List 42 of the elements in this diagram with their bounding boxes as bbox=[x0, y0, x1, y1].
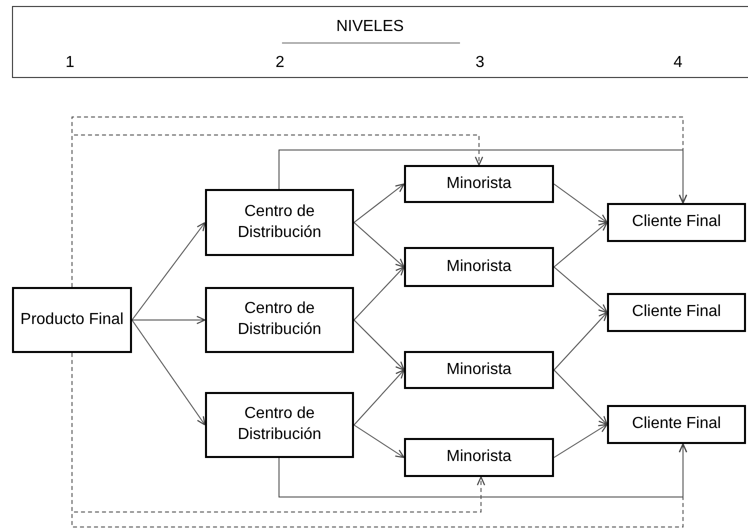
level-label: 1 bbox=[66, 55, 74, 71]
process-box bbox=[404, 247, 554, 287]
process-box bbox=[205, 189, 354, 256]
node-label: Centro de Distribución bbox=[236, 404, 322, 445]
process-box bbox=[404, 438, 554, 477]
level-label: 4 bbox=[674, 55, 682, 71]
arrow bbox=[554, 370, 608, 426]
node-label: Cliente Final bbox=[632, 302, 721, 322]
arrow bbox=[554, 184, 608, 224]
arrow bbox=[354, 183, 405, 223]
process-box bbox=[607, 293, 746, 332]
process-box bbox=[607, 405, 746, 444]
arrow bbox=[354, 424, 405, 458]
node-label: Cliente Final bbox=[632, 212, 721, 232]
node-label: Minorista bbox=[446, 447, 512, 468]
level-label: 3 bbox=[476, 55, 484, 71]
arrow bbox=[132, 222, 206, 320]
node-label: Minorista bbox=[446, 360, 512, 380]
node-label: Minorista bbox=[446, 174, 512, 194]
arrow bbox=[354, 266, 405, 320]
node-label: Cliente Final bbox=[632, 414, 721, 434]
level-label: NIVELES bbox=[336, 19, 404, 35]
process-box bbox=[607, 203, 746, 242]
process-box bbox=[205, 287, 354, 353]
arrow bbox=[554, 266, 608, 314]
node-label: Minorista bbox=[446, 256, 512, 277]
arrow bbox=[354, 369, 405, 426]
node-label: Producto Final bbox=[20, 310, 124, 330]
arrow bbox=[554, 312, 608, 370]
process-box bbox=[404, 165, 554, 203]
arrow bbox=[132, 320, 206, 426]
arrow bbox=[354, 320, 405, 371]
arrow bbox=[132, 316, 206, 324]
process-box bbox=[404, 351, 554, 389]
arrow bbox=[554, 424, 608, 458]
process-box bbox=[205, 392, 354, 458]
arrow bbox=[354, 222, 405, 268]
level-label: 2 bbox=[276, 55, 284, 71]
node-label: Centro de Distribución bbox=[236, 299, 322, 340]
arrow bbox=[554, 222, 608, 268]
node-label: Centro de Distribución bbox=[236, 202, 322, 242]
process-box bbox=[12, 287, 132, 353]
